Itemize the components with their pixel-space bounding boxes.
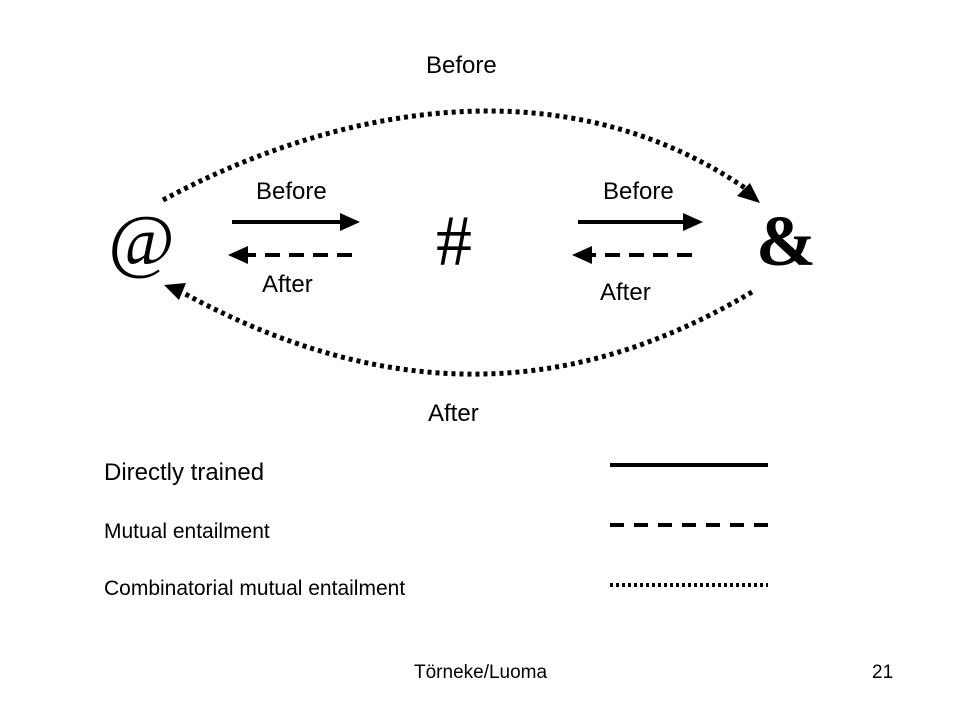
left-before-label: Before [256,178,327,205]
legend-combinatorial-label: Combinatorial mutual entailment [104,577,406,600]
top-arc-label: Before [426,52,497,79]
legend-directly-trained-label: Directly trained [104,459,265,486]
footer-author: Törneke/Luoma [414,662,548,683]
legend-mutual-entailment-label: Mutual entailment [104,520,270,543]
top-arc-line [161,108,750,203]
top-arc-arrowhead [737,183,760,203]
node-ampersand-symbol: & [756,201,816,281]
bottom-arc-arrowhead [164,283,186,300]
left-entailment-arrowhead [228,246,248,264]
left-after-label: After [262,271,313,298]
bottom-arc-line [176,287,754,377]
right-entailment-arrowhead [572,246,592,264]
right-trained-arrowhead [683,213,703,231]
right-before-label: Before [603,178,674,205]
right-after-label: After [600,279,651,306]
left-trained-arrowhead [340,213,360,231]
node-hash-symbol: # [436,201,472,281]
page-number: 21 [872,662,894,683]
node-at-symbol: @ [108,201,175,281]
bottom-arc-label: After [428,400,479,427]
